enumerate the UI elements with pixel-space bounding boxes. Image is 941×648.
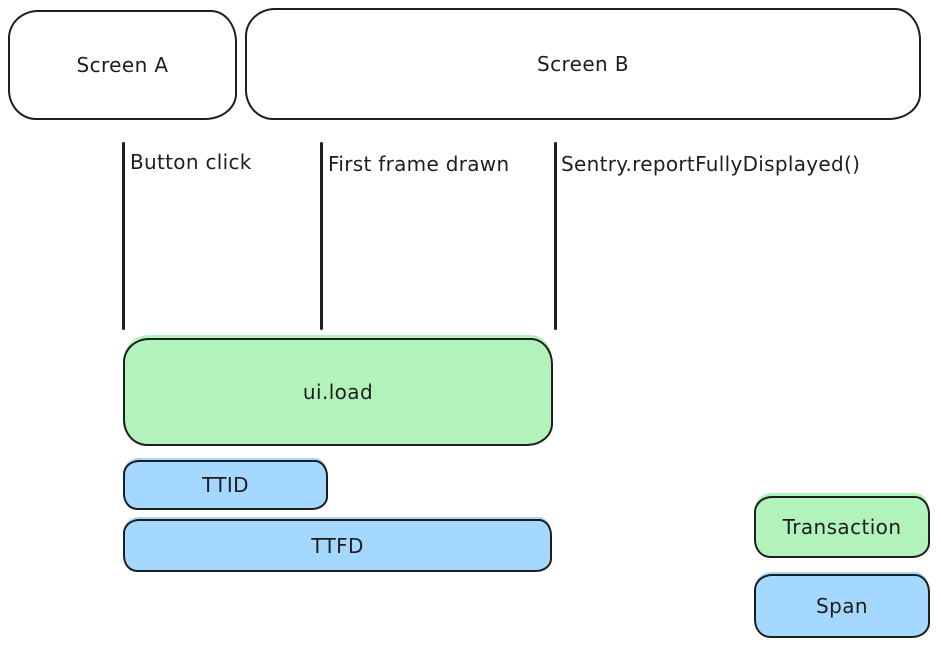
span-bar-ttfd: TTFD [123, 519, 552, 572]
legend-transaction-box: Transaction [754, 496, 930, 558]
legend-span-box: Span [754, 574, 930, 638]
screen-b-label: Screen B [536, 52, 630, 76]
marker-line-report-fully-displayed [554, 142, 557, 330]
screen-a-box: Screen A [8, 10, 237, 120]
legend-span-label: Span [816, 594, 868, 618]
marker-label-report-fully-displayed: Sentry.reportFullyDisplayed() [561, 152, 861, 176]
marker-label-first-frame-drawn: First frame drawn [328, 152, 510, 176]
marker-line-first-frame-drawn [320, 142, 323, 330]
span-bar-ttfd-label: TTFD [311, 533, 364, 558]
legend-transaction-label: Transaction [782, 515, 902, 539]
span-bar-ttid: TTID [123, 460, 328, 510]
screen-b-box: Screen B [245, 8, 921, 120]
marker-line-button-click [122, 142, 125, 330]
marker-label-button-click: Button click [130, 150, 252, 174]
screen-a-label: Screen A [76, 53, 169, 77]
transaction-bar-ui-load: ui.load [123, 338, 553, 446]
transaction-bar-label: ui.load [302, 380, 374, 404]
span-bar-ttid-label: TTID [202, 473, 249, 497]
